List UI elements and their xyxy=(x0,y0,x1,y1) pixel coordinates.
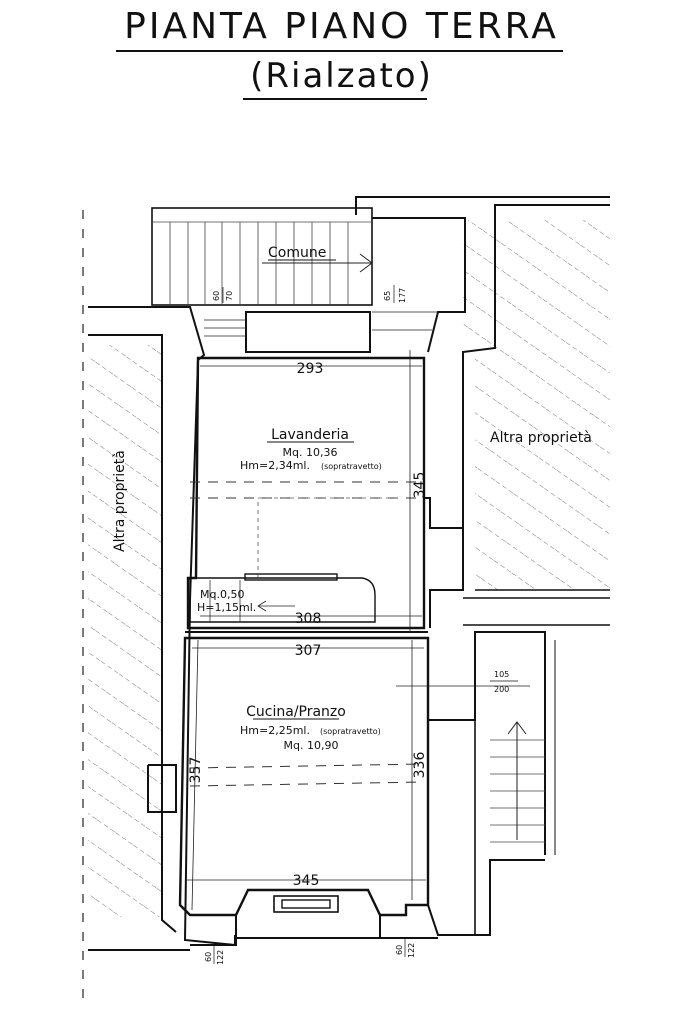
door-left-top xyxy=(204,319,246,337)
cucina-height-note: (sopratravetto) xyxy=(320,727,381,736)
wall-left-outer xyxy=(88,334,177,933)
room-ripostiglio xyxy=(189,577,376,623)
plan-subtitle: (Rialzato) xyxy=(250,56,433,96)
door-right-top xyxy=(372,311,438,331)
dim-cuc-depth-right: 336 xyxy=(412,752,428,779)
door-left-top-w: 60 xyxy=(212,291,221,301)
stair-arrow-head xyxy=(359,253,373,273)
label-neighbor-left: Altra proprietà xyxy=(112,450,128,552)
label-lavanderia: Lavanderia xyxy=(271,427,349,443)
ripostiglio-height: H=1,15ml. xyxy=(197,601,256,614)
beam-dash-3 xyxy=(189,763,425,769)
dimension-lines xyxy=(186,350,530,911)
beam-dash-4 xyxy=(189,781,425,787)
title-block: PIANTA PIANO TERRA (Rialzato) xyxy=(0,0,683,110)
subtitle-underline xyxy=(243,98,427,100)
lavanderia-height-note: (sopratravetto) xyxy=(321,462,382,471)
label-cucina: Cucina/Pranzo xyxy=(246,704,346,720)
window-right-w: 105 xyxy=(494,670,509,679)
wall-block-top-center xyxy=(245,311,371,353)
dim-cuc-depth-left: 357 xyxy=(188,757,204,784)
window-bottom-right-h: 122 xyxy=(407,943,416,958)
title-underline xyxy=(116,50,563,52)
door-right-top-h: 177 xyxy=(398,288,407,303)
window-bottom-left-h: 122 xyxy=(216,950,225,965)
stair-right-arrow-head xyxy=(507,721,527,735)
wall-right-bottom xyxy=(427,859,545,936)
ripostiglio-area: Mq.0,50 xyxy=(200,588,244,601)
cucina-height: Hm=2,25ml. xyxy=(240,724,310,737)
step-bar xyxy=(244,573,338,581)
window-bottom-left-w: 60 xyxy=(204,952,213,962)
chimney-inner xyxy=(281,899,331,909)
door-left-top-h: 70 xyxy=(225,291,234,301)
door-right-top-w: 65 xyxy=(383,291,392,301)
neighbor-area-left xyxy=(88,345,162,917)
stair-comune xyxy=(151,207,373,306)
window-bottom-right-w: 60 xyxy=(395,945,404,955)
ripostiglio-treads xyxy=(209,580,241,622)
lavanderia-height: Hm=2,34ml. xyxy=(240,459,310,472)
label-comune: Comune xyxy=(268,245,326,261)
wall-bottom-main xyxy=(190,937,438,946)
dim-cuc-width-bottom: 345 xyxy=(293,873,320,889)
dim-lav-width: 293 xyxy=(297,361,324,377)
dash-outline xyxy=(257,497,400,578)
label-neighbor-right: Altra proprietà xyxy=(490,430,592,446)
wall-right-lav xyxy=(424,497,464,628)
pillar-left xyxy=(147,764,177,813)
plan-title: PIANTA PIANO TERRA xyxy=(124,6,559,47)
dim-cuc-width-top: 307 xyxy=(295,643,322,659)
dim-lav-depth: 345 xyxy=(412,472,428,499)
cucina-area: Mq. 10,90 xyxy=(284,739,339,752)
neighbor-area-right xyxy=(463,220,610,590)
wall-right-cucina xyxy=(428,631,546,855)
dim-rip-width: 308 xyxy=(295,611,322,627)
wall-right-neighbor xyxy=(462,204,610,590)
wall-top-block xyxy=(372,217,466,353)
chimney-outer xyxy=(273,895,339,913)
window-right-h: 200 xyxy=(494,685,509,694)
lavanderia-area: Mq. 10,36 xyxy=(283,446,338,459)
wall-top-right xyxy=(355,196,610,215)
